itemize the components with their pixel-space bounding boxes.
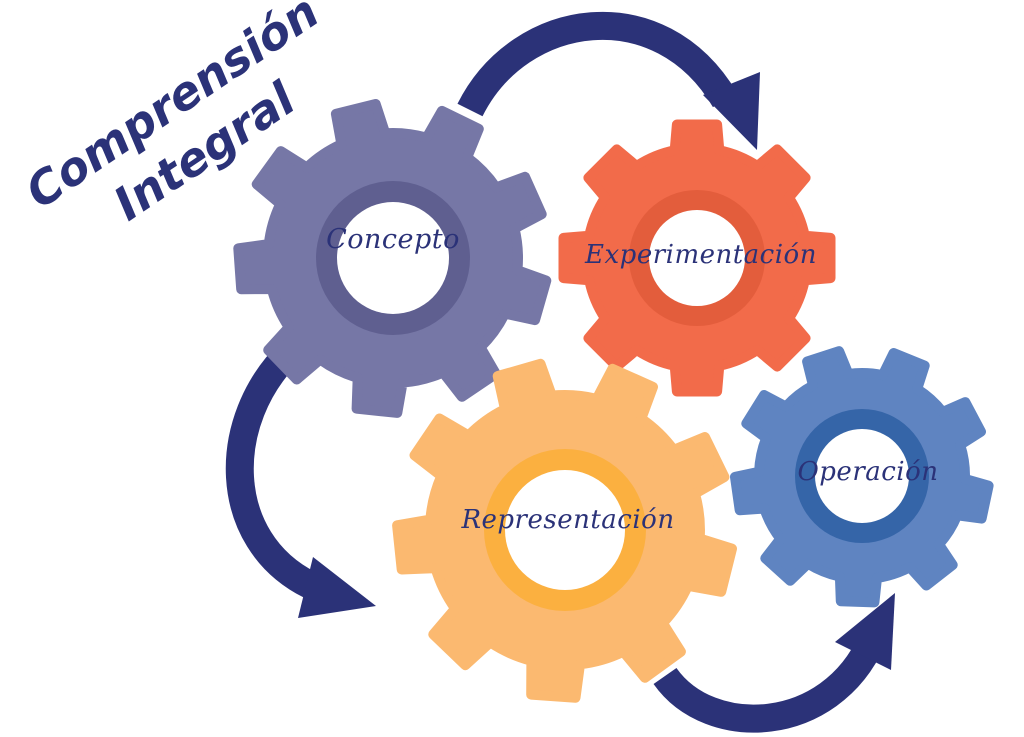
gear-operacion: Operación	[730, 346, 994, 608]
gear-concepto: Concepto	[233, 99, 552, 418]
gear-label-concepto: Concepto	[326, 224, 460, 255]
arrow-head	[835, 593, 895, 670]
gear-label-experimentacion: Experimentación	[584, 240, 817, 270]
arrow-shaft	[457, 11, 738, 117]
gear-label-representacion: Representación	[460, 505, 674, 535]
gear-hole	[815, 429, 909, 523]
gear-hole	[337, 202, 449, 314]
arrow-concepto-to-representacion	[225, 341, 376, 618]
gear-representacion: Representación	[392, 358, 737, 703]
arrow-head	[298, 557, 376, 618]
gear-label-operacion: Operación	[797, 457, 938, 487]
arrow-concepto-to-experimentacion	[457, 11, 760, 150]
arrow-shaft	[653, 633, 885, 733]
gear-experimentacion: Experimentación	[558, 119, 836, 397]
arrow-shaft	[225, 341, 317, 598]
arrow-representacion-to-operacion	[653, 593, 895, 733]
arrow-head	[703, 72, 760, 150]
gear-hole	[649, 210, 745, 306]
gear-hole	[505, 470, 625, 590]
